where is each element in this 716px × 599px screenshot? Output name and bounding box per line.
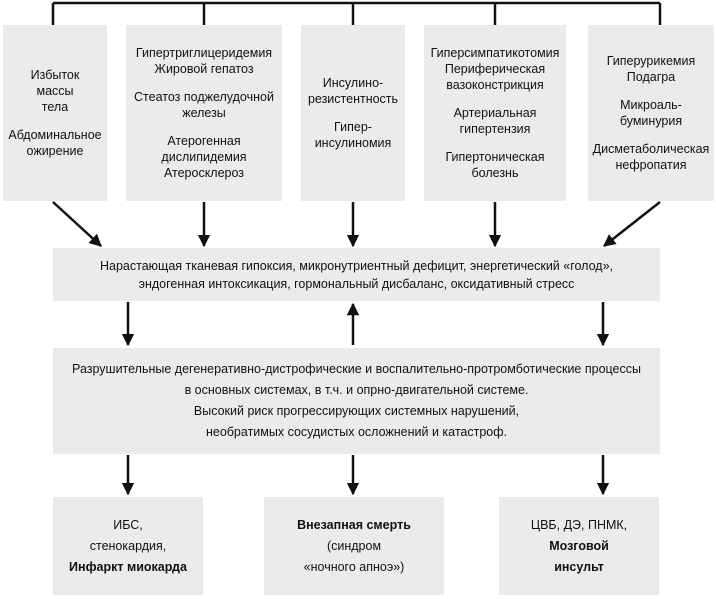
box-line: стенокардия, [89,538,167,553]
degenerative-process-box: Разрушительные дегенеративно-дистрофичес… [53,348,660,454]
box-line: Абдоминальное [8,128,102,142]
box-line: Жировой гепатоз [154,62,254,76]
box-line: инсулиномия [314,136,392,150]
bold-text: Мозговой [549,538,609,553]
box-line: Микроаль- [620,98,682,112]
box-line: тела [41,100,69,114]
box-line: болезнь [471,166,519,180]
box-line: Мозговой [549,536,609,557]
box-line: Высокий риск прогрессирующих системных н… [193,404,520,418]
box-line: Внезапная смерть [297,515,411,536]
hypoxia-box: Нарастающая тканевая гипоксия, микронутр… [53,248,660,301]
box-line: дислипидемия [161,150,247,164]
box-line: Периферическая [444,62,546,76]
box-line: буминурия [619,114,683,128]
box-line: в основных системах, в т.ч. и опрно-двиг… [184,383,529,397]
bold-text: инсульт [554,559,604,574]
risk-box-obesity: Избыток массы тела Абдоминальное ожирение [3,25,107,201]
arrow-1 [52,201,102,247]
risk-box-insulin: Инсулино-резистентность Гипер-инсулиноми… [301,25,405,201]
box-line: Гипертриглицеридемия [135,46,273,60]
box-line: Атеросклероз [163,166,245,180]
box-line: Подагра [626,70,676,84]
box-line: Гипер- [334,120,372,134]
box-line: вазоконстрикция [446,78,544,92]
box-line: необратимых сосудистых осложнений и ката… [205,425,508,439]
box-line: железы [182,106,226,120]
box-line: нефропатия [615,158,687,172]
bold-text: Инфаркт миокарда [69,559,187,574]
box-line: Инсулино- [322,76,384,90]
bold-text: Внезапная смерть [297,517,411,532]
box-line: «ночного апноэ») [303,559,405,574]
box-line: Стеатоз поджелудочной [134,90,274,104]
box-line: Атерогенная [167,134,241,148]
box-line: гипертензия [459,122,531,136]
outcome-box-sudden-death: Внезапная смерть (синдром «ночного апноэ… [264,497,444,595]
box-line: ИБС, [113,517,143,532]
box-line: Гиперурикемия [606,54,696,68]
box-line: Артериальная [453,106,537,120]
box-line: массы [36,84,74,98]
box-line: ЦВБ, ДЭ, ПНМК, [530,517,628,532]
box-line: резистентность [307,92,399,106]
box-line: Гиперсимпатикотомия [430,46,560,60]
box-line: Дисметаболическая [592,142,710,156]
box-line: Нарастающая тканевая гипоксия, микронутр… [99,258,613,273]
box-line: инсульт [554,557,604,578]
box-line: Инфаркт миокарда [69,557,187,578]
arrow-5 [603,201,661,247]
box-line: Избыток [30,68,80,82]
box-line: Гипертоническая [445,150,545,164]
outcome-box-stroke: ЦВБ, ДЭ, ПНМК, Мозговой инсульт [499,497,659,595]
box-line: (синдром [326,538,382,553]
box-line: ожирение [26,144,84,158]
box-line: эндогенная интоксикация, гормональный ди… [138,276,575,291]
box-line: Разрушительные дегенеративно-дистрофичес… [72,362,641,376]
outcome-box-heart: ИБС, стенокардия, Инфаркт миокарда [53,497,203,595]
